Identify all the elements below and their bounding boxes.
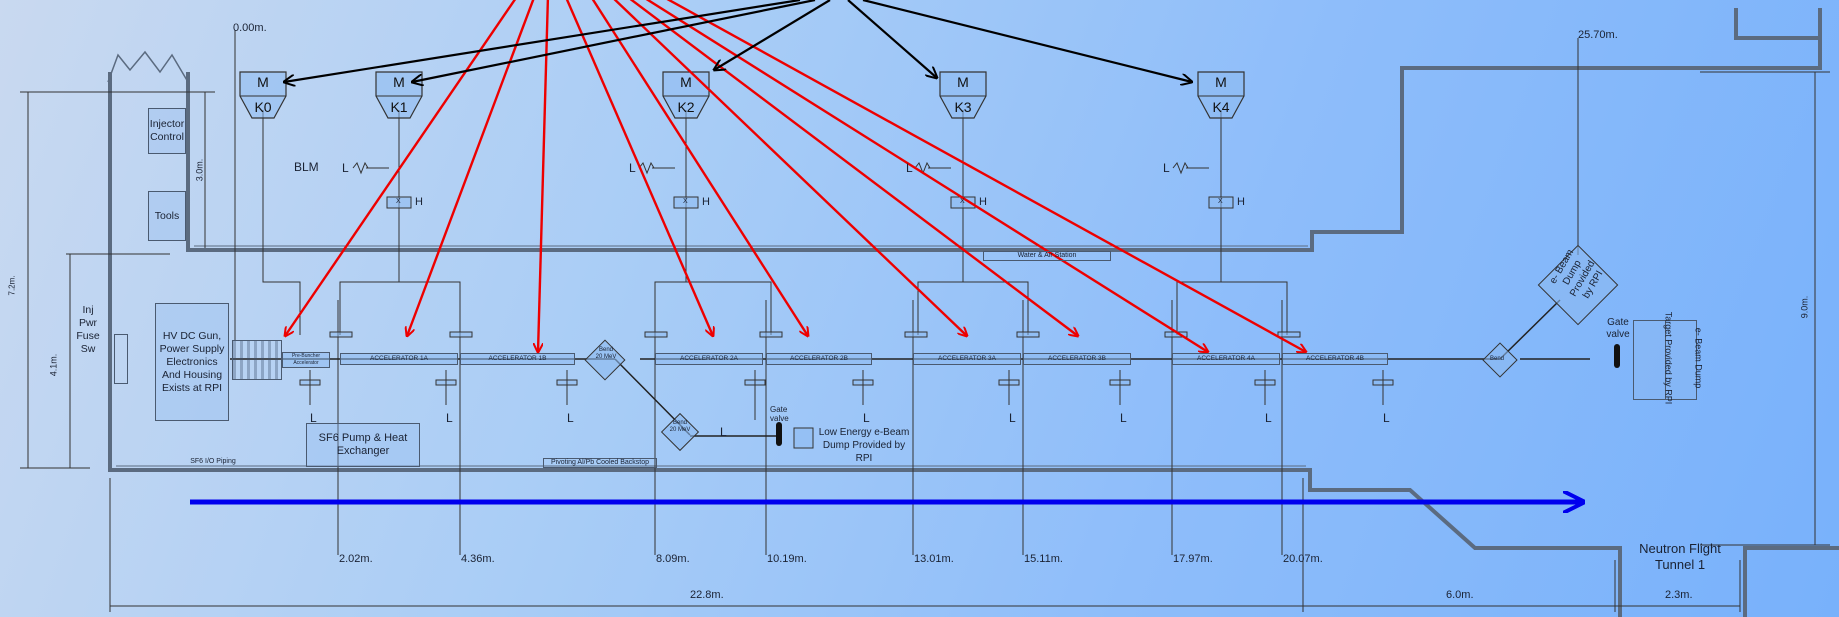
load-label-k1: L	[342, 161, 349, 175]
position-5: 13.01m.	[914, 553, 954, 565]
dim-6-0: 6.0m.	[1446, 589, 1474, 601]
backstop-label: Pivoting Al/Pb Cooled Backstop	[543, 458, 657, 468]
klystron-shapes	[239, 71, 1245, 119]
accelerator-3b: ACCELERATOR 3B	[1023, 353, 1131, 365]
klystron-3-label: K3	[954, 99, 972, 115]
load-below-3: L	[567, 411, 574, 425]
klystron-4-m: M	[1215, 74, 1227, 90]
start-marker: 0.00m.	[233, 22, 267, 34]
load-below-2: L	[446, 411, 453, 425]
position-7: 17.97m.	[1173, 553, 1213, 565]
entrance-gate	[107, 50, 189, 83]
h-label-k1: H	[415, 196, 423, 208]
load-label-k2: L	[629, 161, 636, 175]
x-label-k1: X	[396, 198, 401, 205]
fuse-switch-box	[114, 334, 128, 384]
bend-1-label: Bend 20 MeV	[595, 347, 617, 360]
position-3: 8.09m.	[656, 553, 690, 565]
accelerator-2a: ACCELERATOR 2A	[655, 353, 763, 365]
water-air-station: Water & Air Station	[983, 251, 1111, 261]
accelerator-4a: ACCELERATOR 4A	[1172, 353, 1280, 365]
ebeam-dump-target-label: e- Beam Dump	[1693, 327, 1704, 389]
dim-left: 7.2m.	[7, 275, 17, 296]
blm-label: BLM	[294, 160, 319, 174]
sf6-piping-label: SF6 I/O Piping	[190, 458, 236, 465]
dim-22-8: 22.8m.	[690, 589, 724, 601]
end-marker: 25.70m.	[1578, 29, 1618, 41]
injector-hardware	[232, 340, 282, 380]
load-below-5: L	[863, 411, 870, 425]
bend-3-label: Bend	[1490, 356, 1505, 362]
gate-valve-2-label: Gate valve	[1606, 317, 1630, 340]
position-1: 2.02m.	[339, 553, 373, 565]
position-6: 15.11m.	[1024, 553, 1063, 565]
klystron-2-label: K2	[677, 99, 695, 115]
gate-valve-1-label: Gate valve	[770, 405, 789, 423]
position-2: 4.36m.	[461, 553, 495, 565]
red-arrows	[285, 0, 1306, 352]
klystron-3-m: M	[957, 74, 969, 90]
sf6-pump-heat-exchanger: SF6 Pump & Heat Exchanger	[306, 423, 420, 467]
load-below-9: L	[1383, 411, 1390, 425]
load-below-4: L	[720, 425, 727, 439]
load-below-1: L	[310, 411, 317, 425]
target-divider	[1665, 321, 1666, 399]
x-label-k3: X	[960, 198, 965, 205]
gate-valves	[776, 344, 1620, 446]
dim-2-3: 2.3m.	[1665, 589, 1693, 601]
accelerator-3a: ACCELERATOR 3A	[913, 353, 1021, 365]
accelerator-1b: ACCELERATOR 1B	[460, 353, 575, 365]
building-walls	[108, 8, 1839, 617]
accelerator-1a: ACCELERATOR 1A	[340, 353, 458, 365]
load-below-7: L	[1120, 411, 1127, 425]
low-energy-dump-box	[793, 427, 814, 449]
load-below-8: L	[1265, 411, 1272, 425]
klystron-0-m: M	[257, 74, 269, 90]
load-label-k4: L	[1163, 161, 1170, 175]
position-4: 10.19m.	[767, 553, 807, 565]
klystron-1-m: M	[393, 74, 405, 90]
black-arrows	[284, 0, 1192, 82]
neutron-flight-tunnel-label: Neutron Flight Tunnel 1	[1639, 541, 1721, 572]
injector-control-room: Injector Control	[148, 108, 186, 154]
klystron-2-m: M	[680, 74, 692, 90]
position-8: 20.07m.	[1283, 553, 1323, 565]
klystron-1-label: K1	[390, 99, 408, 115]
tools-room: Tools	[148, 191, 186, 241]
klystron-0-label: K0	[254, 99, 272, 115]
accelerator-4b: ACCELERATOR 4B	[1282, 353, 1388, 365]
h-label-k3: H	[979, 196, 987, 208]
x-label-k2: X	[683, 198, 688, 205]
pre-buncher-accelerator: Pre-Buncher Accelerator	[282, 352, 330, 368]
bend-2-label: Bend 20 MeV	[669, 420, 691, 433]
inj-pwr-fuse-switch: Inj Pwr Fuse Sw	[76, 304, 100, 355]
ebeam-dump-target-box: e- Beam Dump Target Provided by RPI	[1633, 312, 1703, 404]
dim-4-1m: 4.1m.	[48, 353, 59, 377]
accelerator-2b: ACCELERATOR 2B	[766, 353, 872, 365]
h-label-k2: H	[702, 196, 710, 208]
hv-dc-gun-housing: HV DC Gun, Power Supply Electronics And …	[155, 303, 229, 421]
target-provided-label: Target Provided by RPI	[1663, 311, 1674, 405]
h-label-k4: H	[1237, 196, 1245, 208]
bend-magnets	[584, 244, 1619, 452]
x-label-k4: X	[1218, 198, 1223, 205]
load-label-k3: L	[906, 161, 913, 175]
klystron-4-label: K4	[1212, 99, 1230, 115]
low-energy-dump-label: Low Energy e-Beam Dump Provided by RPI	[818, 427, 910, 464]
load-below-6: L	[1009, 411, 1016, 425]
dim-3m: 3.0m.	[194, 158, 205, 182]
dim-9m: 9.0m.	[1799, 295, 1810, 319]
